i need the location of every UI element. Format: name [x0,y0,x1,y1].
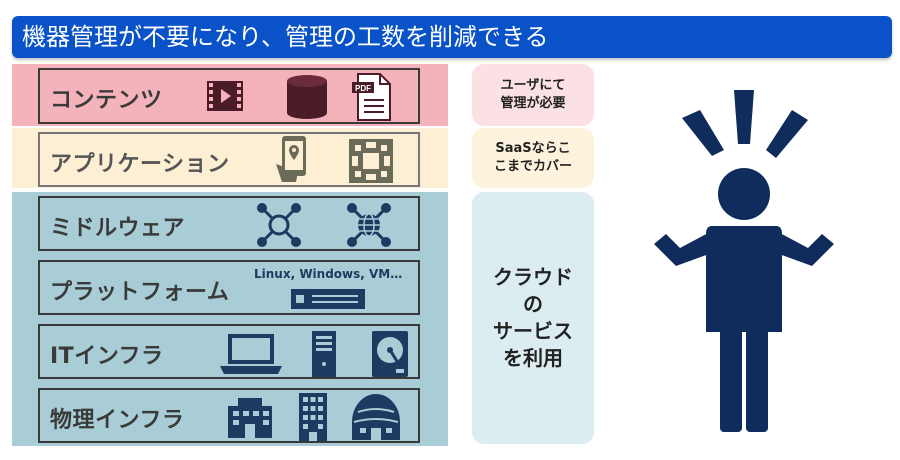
layer-label-it-infra: ITインフラ [50,344,164,369]
video-icon [207,81,243,111]
saas-coverage-note-text: SaaSならこ こまでカバー [493,141,572,174]
layer-label-middleware: ミドルウェア [50,216,186,241]
network-hub-icon [257,203,301,247]
user-managed-note-text: ユーザにて 管理が必要 [500,78,566,111]
office-building-icon [228,398,272,438]
layer-middleware: ミドルウェア [38,196,420,251]
layer-label-physical-infra: 物理インフラ [50,408,185,433]
layer-label-platform: プラットフォーム [50,280,230,305]
layer-it-infra: ITインフラ [38,324,420,379]
datacenter-dome-icon [352,394,400,440]
platform-os-note: Linux, Windows, VM… [254,267,403,281]
saas-coverage-note: SaaSならこ こまでカバー [472,128,594,188]
layer-label-application: アプリケーション [50,152,230,177]
svg-text:PDF: PDF [355,84,371,93]
server-unit-icon [291,289,365,309]
user-managed-note: ユーザにて 管理が必要 [472,64,594,126]
cloud-service-note: クラウド の サービス を利用 [472,192,594,444]
laptop-icon [220,334,282,374]
smartphone-map-icon [276,136,306,182]
layer-label-contents: コンテンツ [50,88,163,113]
database-icon [287,75,327,119]
layer-physical-infra: 物理インフラ [38,388,420,443]
layer-contents: コンテンツ PDF [38,68,420,124]
tall-building-icon [299,393,327,441]
layer-application: アプリケーション [38,132,420,187]
page-title: 機器管理が不要になり、管理の工数を削減できる [12,16,892,58]
hard-disk-icon [372,331,408,377]
globe-network-icon [347,203,391,247]
cloud-service-note-text: クラウド の サービス を利用 [493,265,573,370]
surprised-person-icon [654,90,834,432]
app-grid-icon [349,139,393,183]
layer-platform: プラットフォーム Linux, Windows, VM… [38,260,420,315]
pdf-document-icon: PDF [352,73,391,121]
tower-server-icon [312,331,336,377]
